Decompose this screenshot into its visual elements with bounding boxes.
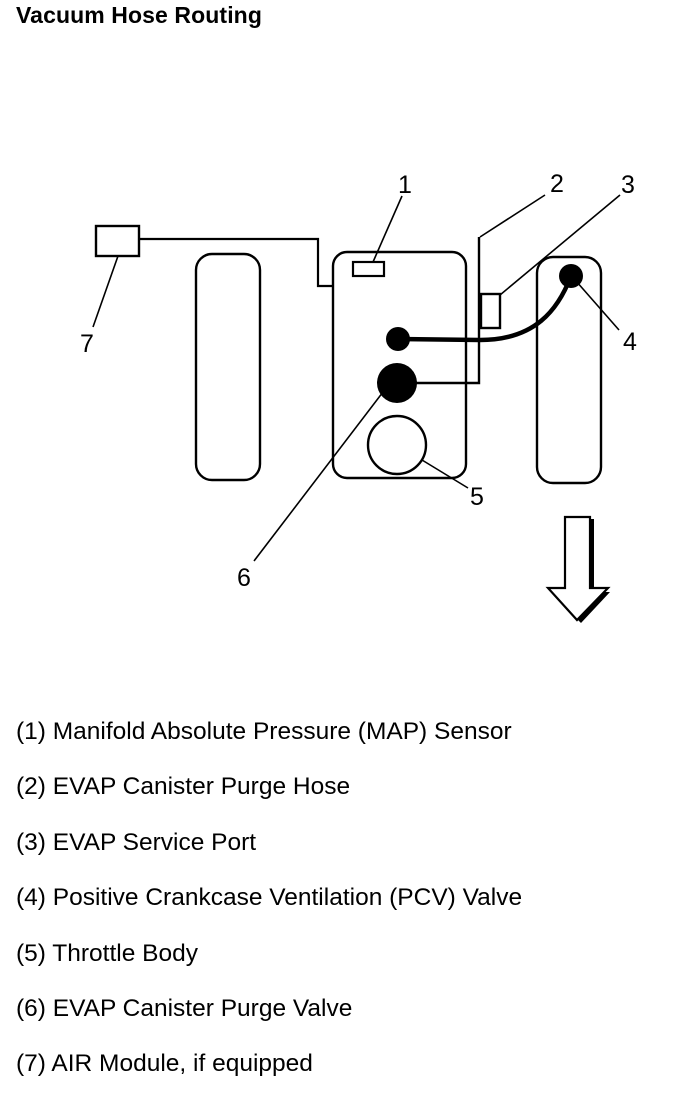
legend-item-throttle-body: (5) Throttle Body [16,939,199,967]
callout-2: 2 [550,170,564,198]
evap-purge-valve [377,363,417,403]
air-module [94,224,141,258]
legend-item-evap-purge-hose: (2) EVAP Canister Purge Hose [16,773,351,801]
legend-item-air-module: (7) AIR Module, if equipped [16,1050,313,1078]
leader-line-6 [253,391,384,562]
callout-6: 6 [237,564,251,592]
callout-1: 1 [398,171,412,199]
intake-manifold [331,250,468,480]
leader-line-4 [575,280,620,331]
evap-purge-hose [399,237,481,385]
callout-4: 4 [623,328,637,356]
front-direction-arrow-icon [545,515,611,623]
vacuum-hose-diagram: 1 2 3 4 5 6 7 [80,170,637,623]
callout-5: 5 [470,483,484,511]
legend-item-evap-service-port: (3) EVAP Service Port [16,828,257,856]
air-module-hose [139,237,333,288]
page-title: Vacuum Hose Routing [16,2,262,28]
leader-line-2 [479,194,546,238]
legend-item-map-sensor: (1) Manifold Absolute Pressure (MAP) Sen… [16,718,512,745]
pcv-hose [397,275,574,343]
callout-3: 3 [621,171,635,199]
legend-item-evap-purge-valve: (6) EVAP Canister Purge Valve [16,994,353,1022]
leader-line-5 [421,459,469,489]
left-cylinder-bank [194,252,262,482]
leader-line-1 [372,195,403,263]
throttle-body [366,414,428,476]
leader-line-7 [92,255,119,328]
legend-list: (1) Manifold Absolute Pressure (MAP) Sen… [16,712,522,1100]
leader-line-3 [499,194,621,296]
callout-7: 7 [80,330,94,358]
evap-service-port [479,292,502,330]
right-cylinder-bank [535,255,603,485]
pcv-port [386,327,410,351]
legend-item-pcv-valve: (4) Positive Crankcase Ventilation (PCV)… [16,884,523,912]
map-sensor [351,260,386,278]
